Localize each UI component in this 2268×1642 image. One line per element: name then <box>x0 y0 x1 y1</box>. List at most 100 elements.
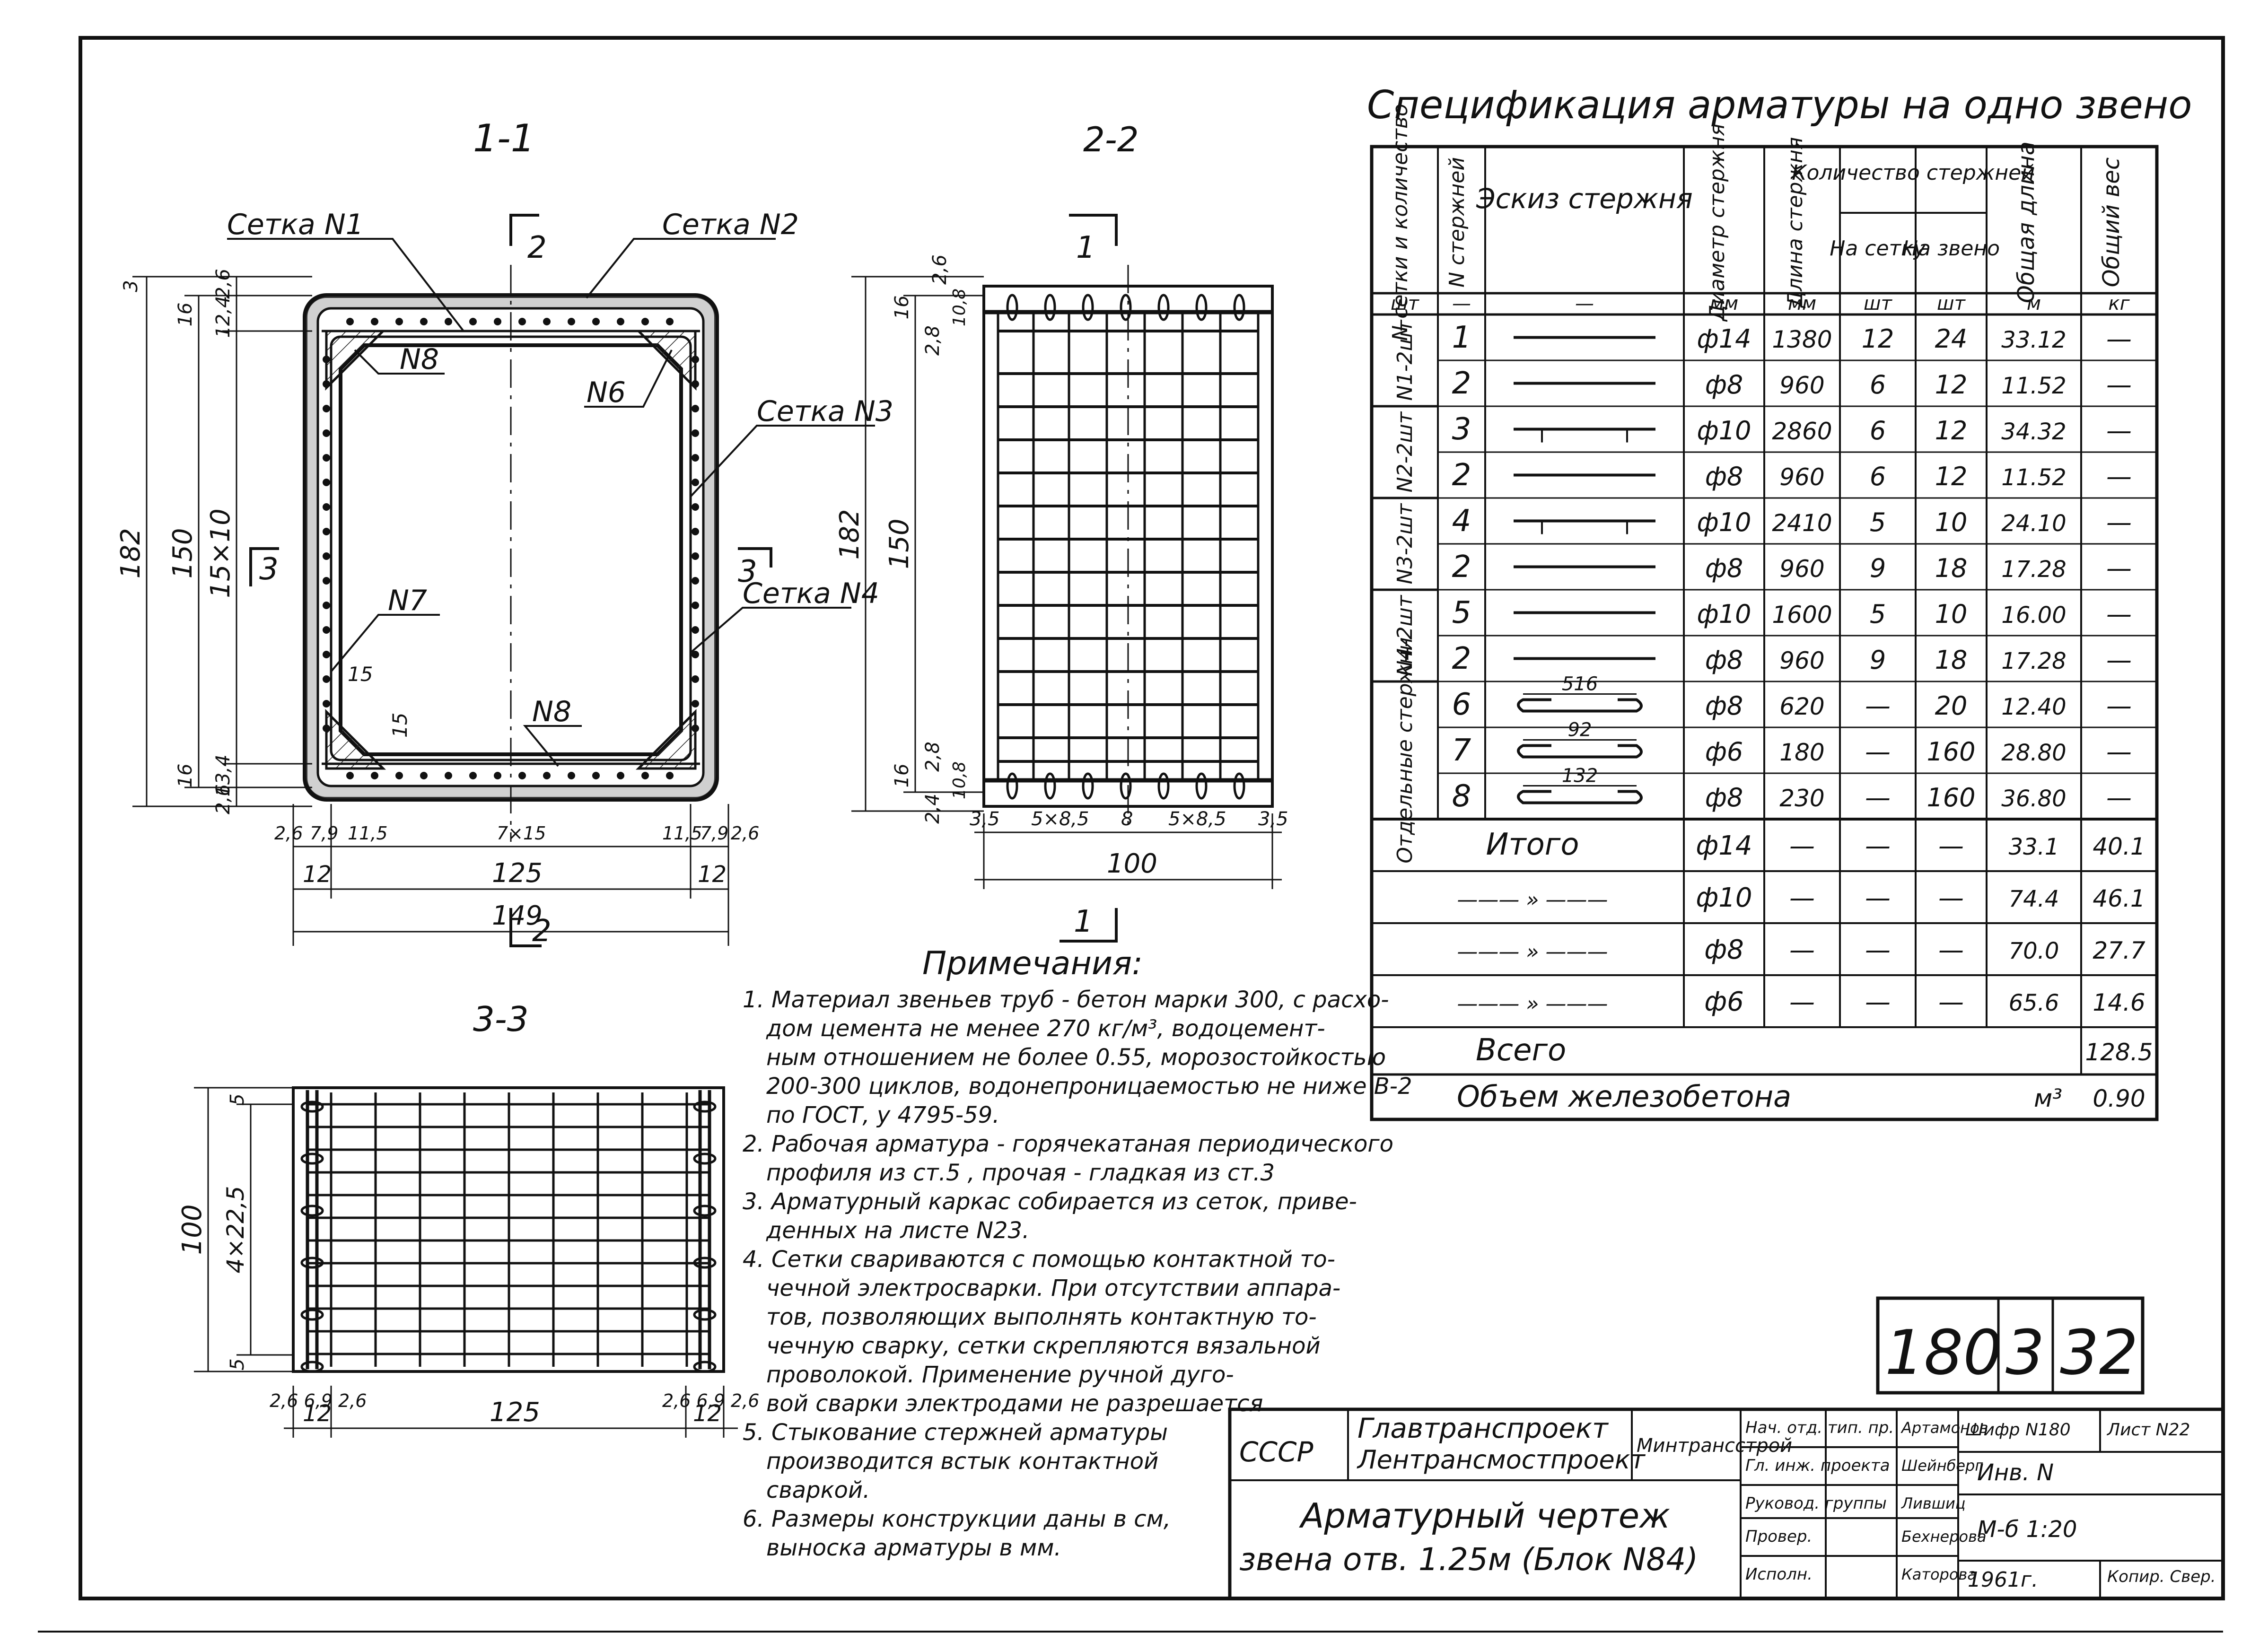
bar-dot <box>445 772 452 779</box>
bar-dot <box>641 772 649 779</box>
cut-3-right-label: 3 <box>738 554 757 589</box>
cell-bar: 2 <box>1452 366 1471 401</box>
note-line: выноска арматуры в мм. <box>766 1535 1061 1561</box>
grand-label: Всего <box>1476 1033 1566 1068</box>
stirrup <box>1044 294 1056 321</box>
bar-dot <box>692 725 699 732</box>
cell-mesh: 6 <box>1870 370 1886 400</box>
stirrup <box>300 1153 324 1165</box>
dim-22-t108: 10,8 <box>950 288 969 326</box>
callout-n8-bottom-leader <box>523 725 582 767</box>
section-2-2: 2-2 1 1 182 150 2,6 16 2,8 10,8 16 2,8 1… <box>834 120 1288 943</box>
callout-mesh3-leader <box>690 425 875 498</box>
dim-33-chain-right: 2,6 6,9 2,6 <box>662 1390 759 1411</box>
header-mesh: N сетки и количество <box>1388 104 1412 341</box>
cell-diam: ф8 <box>1705 783 1743 812</box>
cell-len: 2860 <box>1772 418 1832 445</box>
bar-dot <box>692 405 699 412</box>
bar-dot <box>692 552 699 560</box>
cell-diam: ф14 <box>1697 324 1751 354</box>
bar-dot <box>323 725 330 732</box>
section-3-3-outline <box>292 1086 725 1373</box>
cell-link: 12 <box>1935 370 1968 400</box>
cut-1-top-label: 1 <box>1076 230 1095 265</box>
cut-1-bottom-mark <box>1060 908 1118 943</box>
cell-wt: — <box>2106 416 2132 445</box>
stirrup <box>693 1309 717 1321</box>
bar-dot <box>592 318 600 325</box>
cut-3-left-label: 3 <box>259 552 279 587</box>
chain-label: 11,5 <box>662 823 702 844</box>
cell-link: 18 <box>1935 645 1968 675</box>
dim-22-h150: 150 <box>884 519 915 569</box>
cell-len: 960 <box>1779 647 1824 674</box>
bar-dot <box>323 700 330 707</box>
bar-dot <box>395 318 403 325</box>
note-line: производится встык контактной <box>766 1448 1158 1475</box>
notes-lines: 1. Материал звеньев труб - бетон марки 3… <box>743 987 1412 1561</box>
bar-dot <box>395 772 403 779</box>
stirrup <box>1006 294 1018 321</box>
stirrup <box>1233 772 1245 800</box>
title-block: 180 3 32 СССР Главтранспроект Лентрансмо… <box>1228 1296 2225 1600</box>
cell-wt: — <box>2106 599 2132 629</box>
stirrup <box>300 1361 324 1373</box>
cell-total: 17.28 <box>2001 556 2066 583</box>
stamp-name: Лившиц <box>1901 1494 1966 1512</box>
group-label: N2-2шт <box>1393 411 1417 492</box>
bar-dot <box>420 318 428 325</box>
cell-len: 180 <box>1779 739 1824 766</box>
header-sketch: Эскиз стержня <box>1476 183 1693 215</box>
unit-label: — <box>1452 293 1471 314</box>
stirrup <box>1195 772 1208 800</box>
total-len: 74.4 <box>2009 886 2059 912</box>
cell-total: 17.28 <box>2001 648 2066 674</box>
callout-n7-leader <box>330 614 440 673</box>
stirrup <box>300 1100 324 1113</box>
cell-mesh: — <box>1865 691 1891 721</box>
chain-label: 5×8,5 <box>1031 808 1089 830</box>
section-1-1-title: 1-1 <box>473 116 535 160</box>
cell-total: 16.00 <box>2001 602 2066 629</box>
chain-label: 2,6 <box>274 823 303 844</box>
dim-22-h182: 182 <box>834 509 865 560</box>
chain-label: 7,9 <box>310 823 338 844</box>
bar-dot <box>323 479 330 486</box>
cell-link: 10 <box>1935 599 1968 629</box>
callout-n8-bottom: N8 <box>532 695 571 728</box>
concrete-value: 0.90 <box>2093 1085 2145 1112</box>
note-line: ным отношением не более 0.55, морозостой… <box>766 1044 1386 1071</box>
dim-33-h4x225: 4×22,5 <box>222 1186 249 1273</box>
group-label: N3-2шт <box>1393 503 1417 584</box>
dim-11-w12a: 12 <box>303 861 332 888</box>
sketch-hook <box>1517 744 1643 759</box>
bar-dot <box>323 651 330 658</box>
bar-dot <box>666 772 674 779</box>
stamp-title2: звена отв. 1.25м (Блок N84) <box>1239 1541 1698 1578</box>
bar-dot <box>666 318 674 325</box>
cell-link: 24 <box>1935 324 1968 354</box>
bar-dot <box>543 772 551 779</box>
bar-dot <box>543 318 551 325</box>
dim-11-small15b: 15 <box>388 713 412 738</box>
cell-bar: 2 <box>1452 550 1471 585</box>
chain-label: 2,6 <box>731 823 759 844</box>
stirrup <box>1233 294 1245 321</box>
note-line: дом цемента не менее 270 кг/м³, водоцеме… <box>766 1015 1325 1042</box>
unit-label: мм <box>1710 293 1738 314</box>
bar-dot <box>518 772 526 779</box>
total-len: 33.1 <box>2009 834 2059 860</box>
unit-label: шт <box>1391 293 1420 314</box>
bar-dot <box>469 318 477 325</box>
dim-33-w12a: 12 <box>303 1400 332 1427</box>
stamp-name: Шейнберг <box>1901 1457 1983 1475</box>
cell-mesh: 12 <box>1862 324 1894 354</box>
cut-3-left-mark <box>249 547 279 586</box>
stirrup <box>1120 294 1132 321</box>
bar-dot <box>592 772 600 779</box>
group-label: N1-2шт <box>1393 319 1417 401</box>
note-line: 2. Рабочая арматура - горячекатаная пери… <box>743 1131 1393 1157</box>
cell-len: 960 <box>1779 555 1824 583</box>
callout-mesh4: Сетка N4 <box>743 577 879 610</box>
